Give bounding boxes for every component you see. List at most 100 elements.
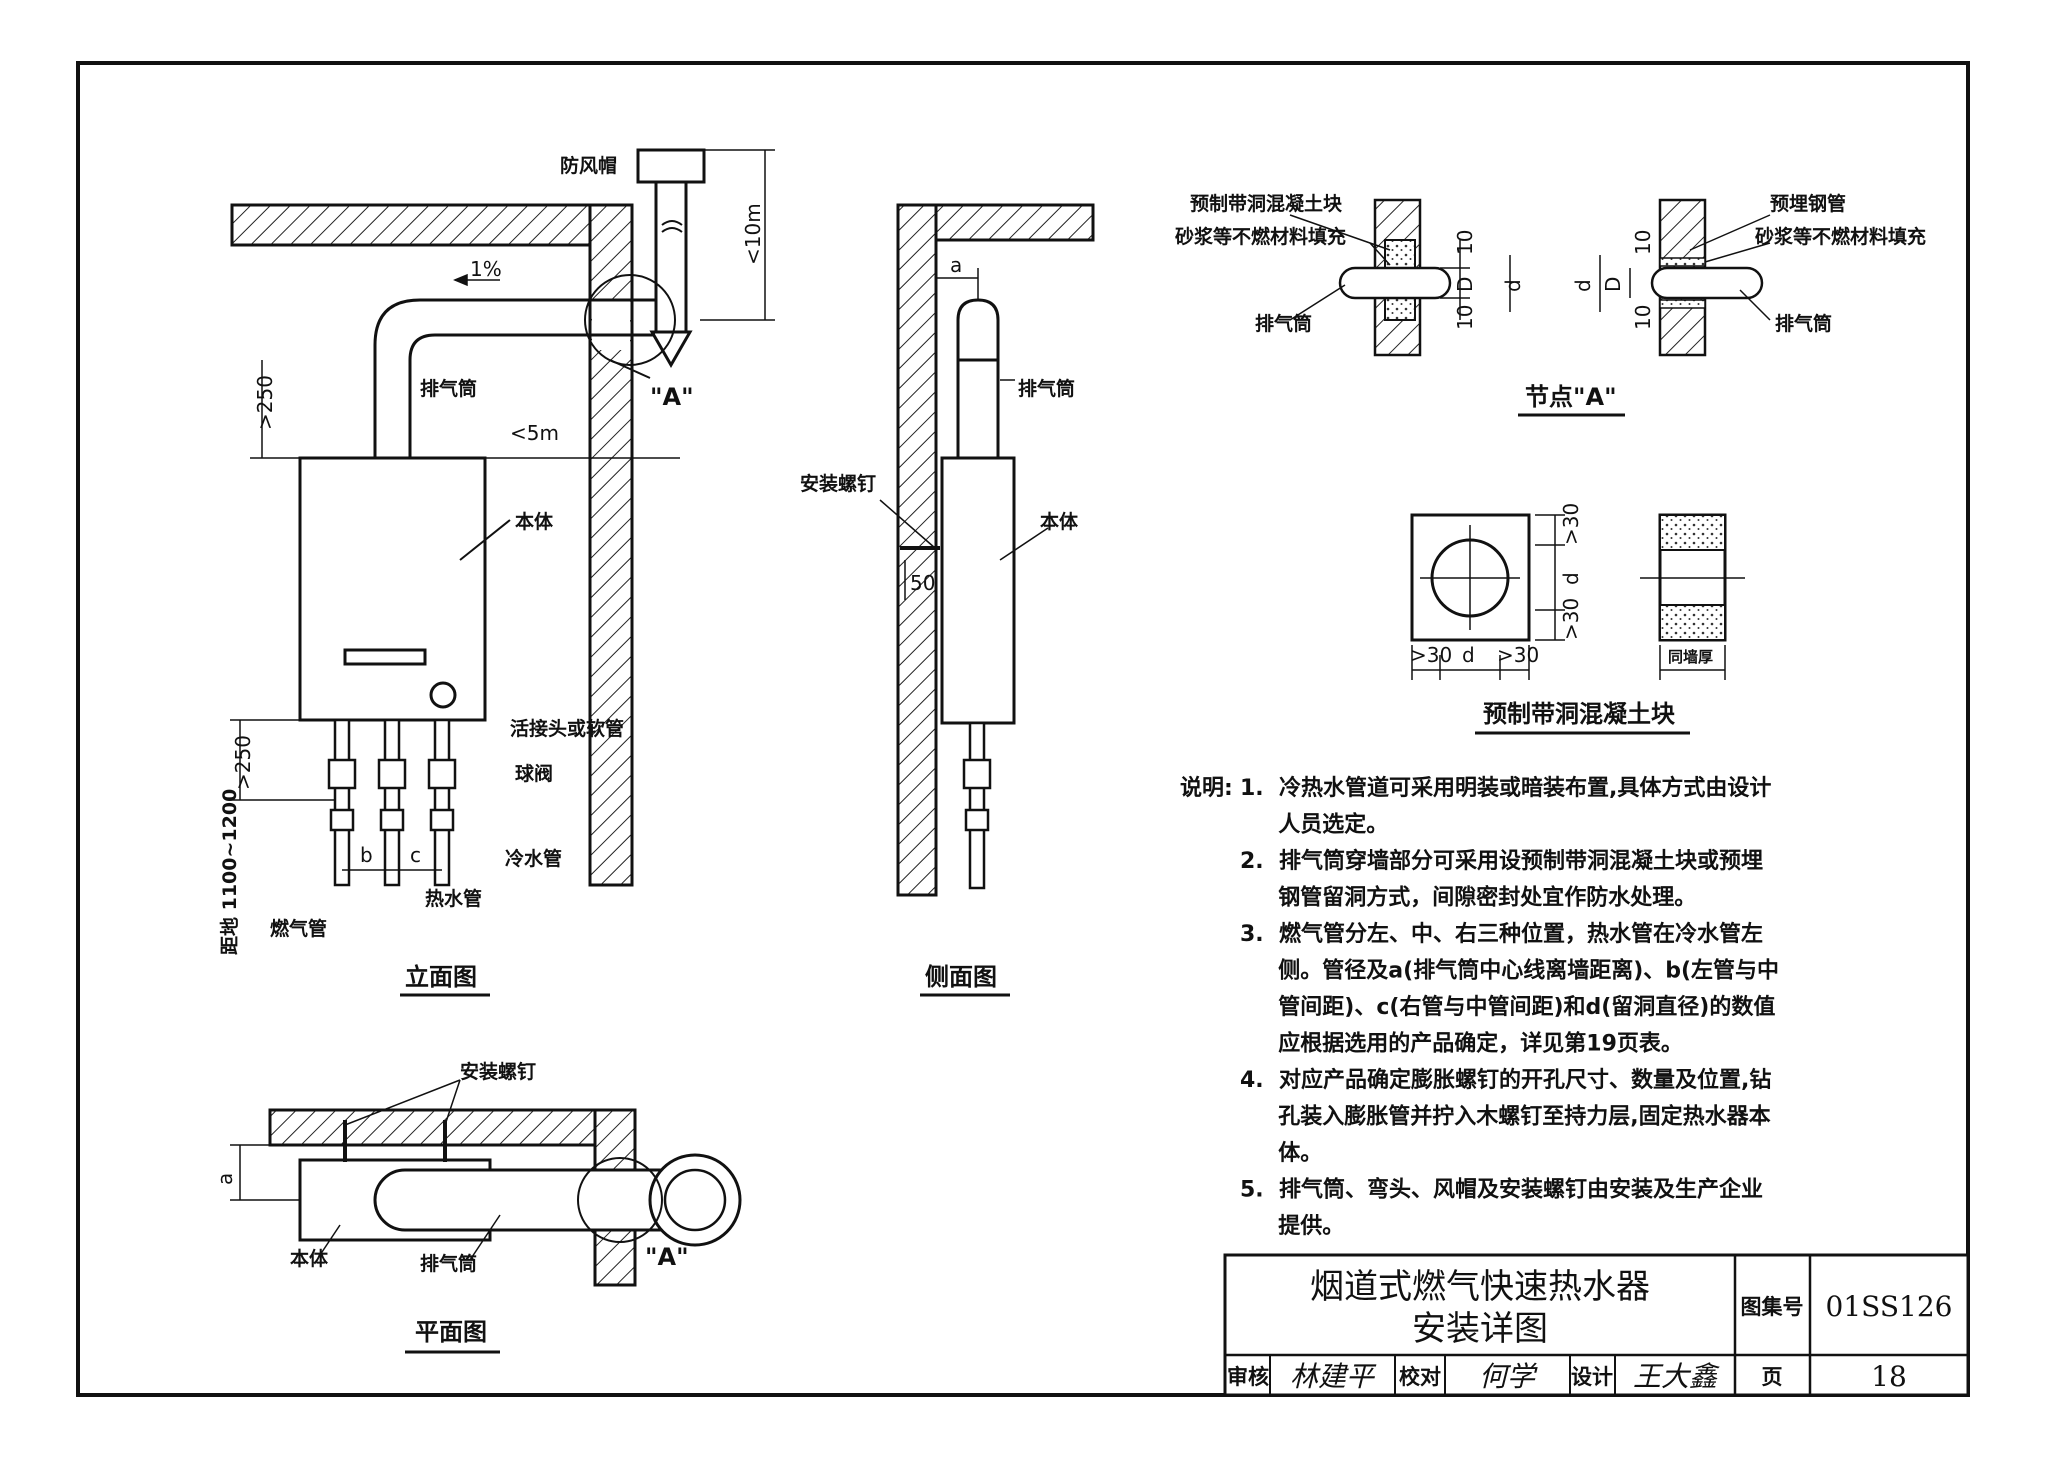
- plan-node-ref: "A": [645, 1243, 689, 1271]
- side-dim-a: a: [950, 253, 962, 277]
- plan-flue-pipe: [373, 1168, 697, 1232]
- side-flue-pipe: [956, 358, 1000, 462]
- plan-wind-cap-inner: [663, 1168, 727, 1232]
- note-line: 人员选定。: [1240, 812, 1388, 838]
- title-block-frame: [1223, 1253, 1970, 1397]
- elevation-title: 立面图: [405, 963, 477, 991]
- heater-knob: [429, 681, 457, 709]
- review-signature: 林建平: [1290, 1360, 1377, 1393]
- node-dim-10-top: 10: [1453, 230, 1477, 255]
- body-leader: [459, 519, 511, 561]
- notes-prefix: 说明:: [1180, 775, 1233, 801]
- note-line: 1. 冷热水管道可采用明装或暗装布置,具体方式由设计: [1240, 775, 1771, 801]
- dim-bottom-250: >250: [231, 735, 255, 790]
- note-line: 体。: [1240, 1141, 1322, 1166]
- plan-node-marker: [577, 1157, 663, 1243]
- node-dim-D-right: D: [1601, 277, 1625, 292]
- mark-b: b: [360, 843, 373, 867]
- node-label-exhaust-left: 排气筒: [1255, 312, 1312, 335]
- side-title: 侧面图: [925, 963, 997, 991]
- node-right-fill-top: [1659, 257, 1706, 267]
- note-line: 侧。管径及a(排气筒中心线离墙距离)、b(左管与中: [1240, 958, 1779, 984]
- plan-dimensions: [230, 1079, 501, 1261]
- connection-pipes: [327, 718, 457, 887]
- side-label-exhaust: 排气筒: [1018, 377, 1075, 400]
- side-label-screw: 安装螺钉: [800, 472, 876, 495]
- gas-pipe: [333, 718, 351, 887]
- ball-valve: [329, 808, 355, 832]
- plan-wall-top: [268, 1108, 637, 1147]
- flue-horizontal-outer: [373, 298, 655, 460]
- label-cold-pipe: 冷水管: [505, 847, 562, 870]
- side-valve: [964, 808, 990, 832]
- ceiling-slab: [230, 203, 634, 247]
- node-right-pipe: [1650, 266, 1764, 300]
- node-left-pipe: [1338, 266, 1452, 300]
- node-dim-d-right: d: [1571, 279, 1595, 292]
- label-wind-cap: 防风帽: [560, 154, 617, 177]
- label-ball-valve: 球阀: [515, 762, 553, 785]
- precast-block-detail: >30 d >30 >30 d >30 同墙厚 预制带洞混凝土块: [1410, 503, 1745, 735]
- plan-label-screw: 安装螺钉: [460, 1060, 536, 1083]
- flue-horizontal-inner: [408, 333, 655, 460]
- flue-elbow-tip: [649, 330, 693, 369]
- node-label-mortar-right: 砂浆等不燃材料填充: [1755, 225, 1926, 248]
- check-label: 校对: [1399, 1365, 1441, 1389]
- node-right-fill-bottom: [1659, 299, 1706, 309]
- note-line: 孔装入膨胀管并拧入木螺钉至持力层,固定热水器本: [1240, 1104, 1771, 1130]
- node-a-marker-circle: [584, 274, 676, 366]
- heater-body: [298, 456, 487, 722]
- block-dim-d-bottom: d: [1462, 643, 1475, 667]
- check-signature: 何学: [1479, 1360, 1538, 1393]
- note-line: 3. 燃气管分左、中、右三种位置，热水管在冷水管左: [1240, 921, 1763, 947]
- title-block: 烟道式燃气快速热水器 安装详图 图集号 01SS126 审核 林建平 校对 何学…: [1223, 1253, 1970, 1397]
- atlas-number-value: 01SS126: [1826, 1290, 1953, 1323]
- dim-10m: <10m: [741, 203, 765, 265]
- dim-5m: <5m: [510, 421, 559, 445]
- node-dimensions: [1289, 214, 1771, 321]
- block-section-top: [1659, 514, 1726, 551]
- node-title: 节点"A": [1525, 383, 1617, 411]
- note-line: 应根据选用的产品确定，详见第19页表。: [1240, 1031, 1683, 1057]
- flue-riser: [654, 180, 688, 334]
- node-label-mortar-left: 砂浆等不燃材料填充: [1175, 225, 1346, 248]
- dim-install-height: 距地 1100~1200: [218, 789, 241, 955]
- block-dim-30-right: >30: [1497, 643, 1539, 667]
- side-heater-body: [940, 456, 1016, 725]
- wall-opening: [592, 300, 630, 350]
- node-dim-10-right-top: 10: [1631, 230, 1655, 255]
- label-hot-pipe: 热水管: [425, 887, 482, 910]
- node-label-steel: 预埋钢管: [1770, 192, 1846, 215]
- ball-valve: [429, 808, 455, 832]
- block-label-wall: 同墙厚: [1668, 648, 1713, 666]
- page-number: 18: [1871, 1360, 1907, 1393]
- plan-dim-a: a: [213, 1173, 237, 1185]
- note-line: 2. 排气筒穿墙部分可采用设预制带洞混凝土块或预埋: [1240, 848, 1763, 874]
- design-signature: 王大鑫: [1633, 1360, 1720, 1393]
- side-dimensions: [879, 268, 1049, 600]
- dim-top-250: >250: [253, 375, 277, 430]
- page-label: 页: [1762, 1365, 1783, 1389]
- node-dim-d-left: d: [1501, 279, 1525, 292]
- plan-title: 平面图: [415, 1318, 487, 1346]
- notes-lines: 1. 冷热水管道可采用明装或暗装布置,具体方式由设计 人员选定。 2. 排气筒穿墙…: [1240, 775, 1779, 1239]
- node-a-ref: "A": [650, 383, 694, 411]
- review-label: 审核: [1227, 1365, 1269, 1389]
- side-union: [962, 758, 992, 790]
- note-line: 4. 对应产品确定膨胀螺钉的开孔尺寸、数量及位置,钻: [1240, 1067, 1771, 1093]
- node-dim-10-right-bottom: 10: [1631, 305, 1655, 330]
- atlas-number-label: 图集号: [1741, 1295, 1804, 1319]
- drawing-title-line1: 烟道式燃气快速热水器: [1310, 1267, 1650, 1307]
- note-line: 管间距)、c(右管与中管间距)和d(留洞直径)的数值: [1240, 994, 1775, 1020]
- node-dim-D-left: D: [1453, 277, 1477, 292]
- label-union: 活接头或软管: [510, 717, 624, 740]
- plan-label-body: 本体: [290, 1247, 329, 1270]
- node-label-block: 预制带洞混凝土块: [1190, 192, 1343, 215]
- label-gas-pipe: 燃气管: [270, 917, 327, 940]
- notes: 说明: 1. 冷热水管道可采用明装或暗装布置,具体方式由设计 人员选定。 2. 排…: [1180, 775, 1779, 1239]
- block-dim-30-bottom: >30: [1559, 598, 1583, 640]
- node-dim-10-bottom: 10: [1453, 305, 1477, 330]
- note-line: 提供。: [1240, 1213, 1344, 1239]
- side-label-body: 本体: [1040, 510, 1079, 533]
